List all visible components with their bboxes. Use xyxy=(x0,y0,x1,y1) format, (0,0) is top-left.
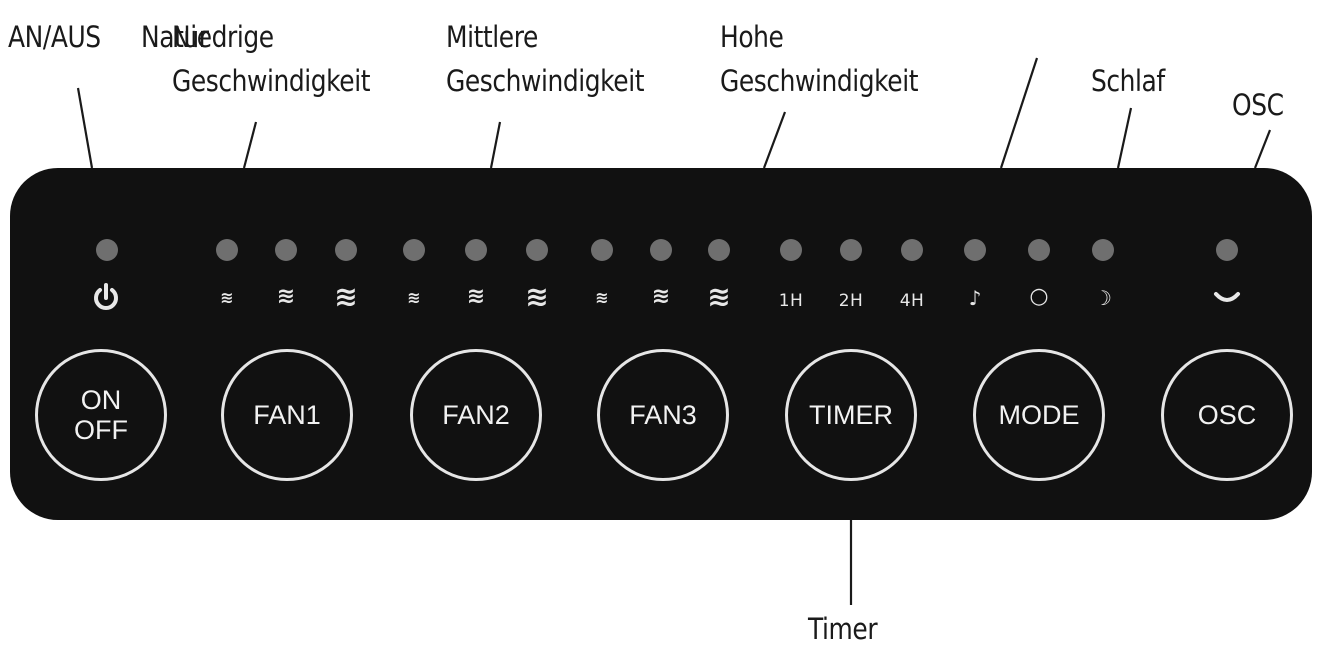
callout-sleep-text: Schlaf xyxy=(1091,64,1165,98)
osc-button[interactable]: OSC xyxy=(1161,349,1293,481)
callout-mid-speed: Mittlere Geschwindigkeit xyxy=(446,20,644,98)
power-icon xyxy=(89,281,123,319)
on-off-button[interactable]: ON OFF xyxy=(35,349,167,481)
led-fan3-1 xyxy=(591,239,613,261)
callout-timer: Timer xyxy=(808,612,878,646)
on-off-button-line1: ON xyxy=(80,385,122,415)
led-fan1-2 xyxy=(275,239,297,261)
leader-mid-speed xyxy=(489,121,502,169)
led-fan2-2 xyxy=(465,239,487,261)
callout-power: AN/AUS xyxy=(8,20,101,54)
callout-power-text: AN/AUS xyxy=(8,20,101,54)
osc-button-label: OSC xyxy=(1197,400,1257,430)
led-fan1-3 xyxy=(335,239,357,261)
fan3-button[interactable]: FAN3 xyxy=(597,349,729,481)
callout-low-speed: Niedrige Geschwindigkeit xyxy=(172,20,370,98)
leader-natur xyxy=(999,57,1039,169)
led-mode-sleep xyxy=(1092,239,1114,261)
moon-icon: ☽ xyxy=(1094,286,1112,310)
wave-low-icon: ≋ xyxy=(407,288,421,307)
callout-natur: Natur xyxy=(141,20,209,54)
timer-2h-label: 2H xyxy=(838,291,864,311)
control-panel: ≋ ≋ ≋ ≋ ≋ ≋ ≋ ≋ ≋ 1H 2H 4H ♪ ○ ☽ ON OFF … xyxy=(10,168,1312,520)
led-mode-normal xyxy=(1028,239,1050,261)
led-fan1-1 xyxy=(216,239,238,261)
leader-high-speed xyxy=(762,111,787,169)
on-off-button-line2: OFF xyxy=(74,415,128,445)
leader-sleep xyxy=(1116,107,1133,169)
callout-timer-text: Timer xyxy=(808,612,878,646)
callout-high-speed-line1: Hohe xyxy=(720,20,784,54)
callout-osc-text: OSC xyxy=(1232,88,1284,122)
mode-button[interactable]: MODE xyxy=(973,349,1105,481)
callout-sleep: Schlaf xyxy=(1091,64,1165,98)
leader-osc xyxy=(1253,129,1272,169)
wave-low-icon: ≋ xyxy=(595,288,609,307)
mode-button-label: MODE xyxy=(998,400,1080,430)
fan2-button-label: FAN2 xyxy=(442,400,510,430)
led-timer-2h xyxy=(840,239,862,261)
led-osc xyxy=(1216,239,1238,261)
fan2-button[interactable]: FAN2 xyxy=(410,349,542,481)
led-fan3-2 xyxy=(650,239,672,261)
led-fan2-1 xyxy=(403,239,425,261)
callout-low-speed-line1: Niedrige xyxy=(172,20,274,54)
wave-high-icon: ≋ xyxy=(334,280,358,313)
oscillate-icon xyxy=(1213,288,1241,312)
fan3-button-label: FAN3 xyxy=(629,400,697,430)
leader-low-speed xyxy=(242,121,258,169)
led-timer-1h xyxy=(780,239,802,261)
callout-high-speed-line2: Geschwindigkeit xyxy=(720,64,919,98)
wave-low-icon: ≋ xyxy=(220,288,234,307)
timer-4h-label: 4H xyxy=(899,291,925,311)
led-timer-4h xyxy=(901,239,923,261)
callout-natur-text: Natur xyxy=(141,20,209,54)
callout-osc: OSC xyxy=(1232,88,1284,122)
timer-1h-label: 1H xyxy=(778,291,804,311)
led-fan2-3 xyxy=(526,239,548,261)
led-mode-natur xyxy=(964,239,986,261)
wave-mid-icon: ≋ xyxy=(651,284,671,309)
led-fan3-3 xyxy=(708,239,730,261)
wave-mid-icon: ≋ xyxy=(466,284,486,309)
callout-low-speed-line2: Geschwindigkeit xyxy=(172,64,371,98)
callout-mid-speed-line1: Mittlere xyxy=(446,20,538,54)
timer-button[interactable]: TIMER xyxy=(785,349,917,481)
wave-mid-icon: ≋ xyxy=(276,284,296,309)
wave-high-icon: ≋ xyxy=(525,280,549,313)
callout-mid-speed-line2: Geschwindigkeit xyxy=(446,64,645,98)
timer-button-label: TIMER xyxy=(809,400,893,430)
led-power xyxy=(96,239,118,261)
music-note-icon: ♪ xyxy=(968,286,982,310)
fan1-button-label: FAN1 xyxy=(253,400,321,430)
fan1-button[interactable]: FAN1 xyxy=(221,349,353,481)
wave-high-icon: ≋ xyxy=(707,280,731,313)
leader-power xyxy=(76,87,94,169)
callout-high-speed: Hohe Geschwindigkeit xyxy=(720,20,918,98)
circle-icon: ○ xyxy=(1029,284,1049,309)
